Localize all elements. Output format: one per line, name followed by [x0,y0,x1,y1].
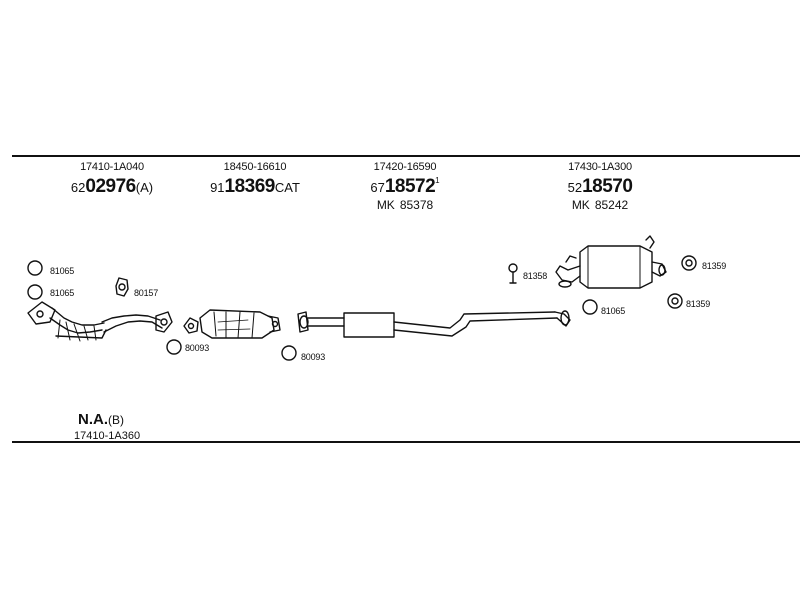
ring-icon [27,284,43,300]
not-available-label: N.A.(B) [78,411,124,428]
catalytic-converter-part [199,309,281,339]
ring-icon [582,299,598,315]
oe-number: 18450-16610 [223,161,287,173]
article-number: 67185721 [370,176,440,197]
part-label: 81065 [50,288,75,298]
clamp-icon [681,255,697,271]
part-label: 80093 [185,343,210,353]
not-available-oe-number: 17410-1A360 [74,430,141,442]
part-label: 81358 [523,271,548,281]
ring-icon [166,339,182,355]
gasket-icon [115,277,129,297]
article-number: 5218570 [567,176,633,197]
article-number: 6202976(A) [70,176,154,197]
rear-muffler-part [555,235,667,289]
oe-number: 17430-1A300 [568,161,632,173]
header-catalytic-converter: 18450-16610 9118369CAT [200,161,310,197]
part-label: 80093 [301,352,326,362]
ring-icon [27,260,43,276]
part-label: 81359 [702,261,727,271]
header-front-pipe: 17410-1A040 6202976(A) [62,161,162,197]
bolt-icon [508,263,518,284]
part-label: 81065 [50,266,75,276]
ring-icon [281,345,297,361]
oe-number: 17420-16590 [373,161,437,173]
part-label: 81359 [686,299,711,309]
part-label: 81065 [601,306,626,316]
part-label: 80157 [134,288,159,298]
center-pipe-part [297,310,571,338]
top-rule [12,155,800,157]
oe-number: 17410-1A040 [80,161,144,173]
bottom-rule [12,441,800,443]
front-pipe-part [27,301,173,342]
article-number: 9118369CAT [210,176,300,197]
clamp-icon [667,293,683,309]
gasket-icon [183,317,199,334]
